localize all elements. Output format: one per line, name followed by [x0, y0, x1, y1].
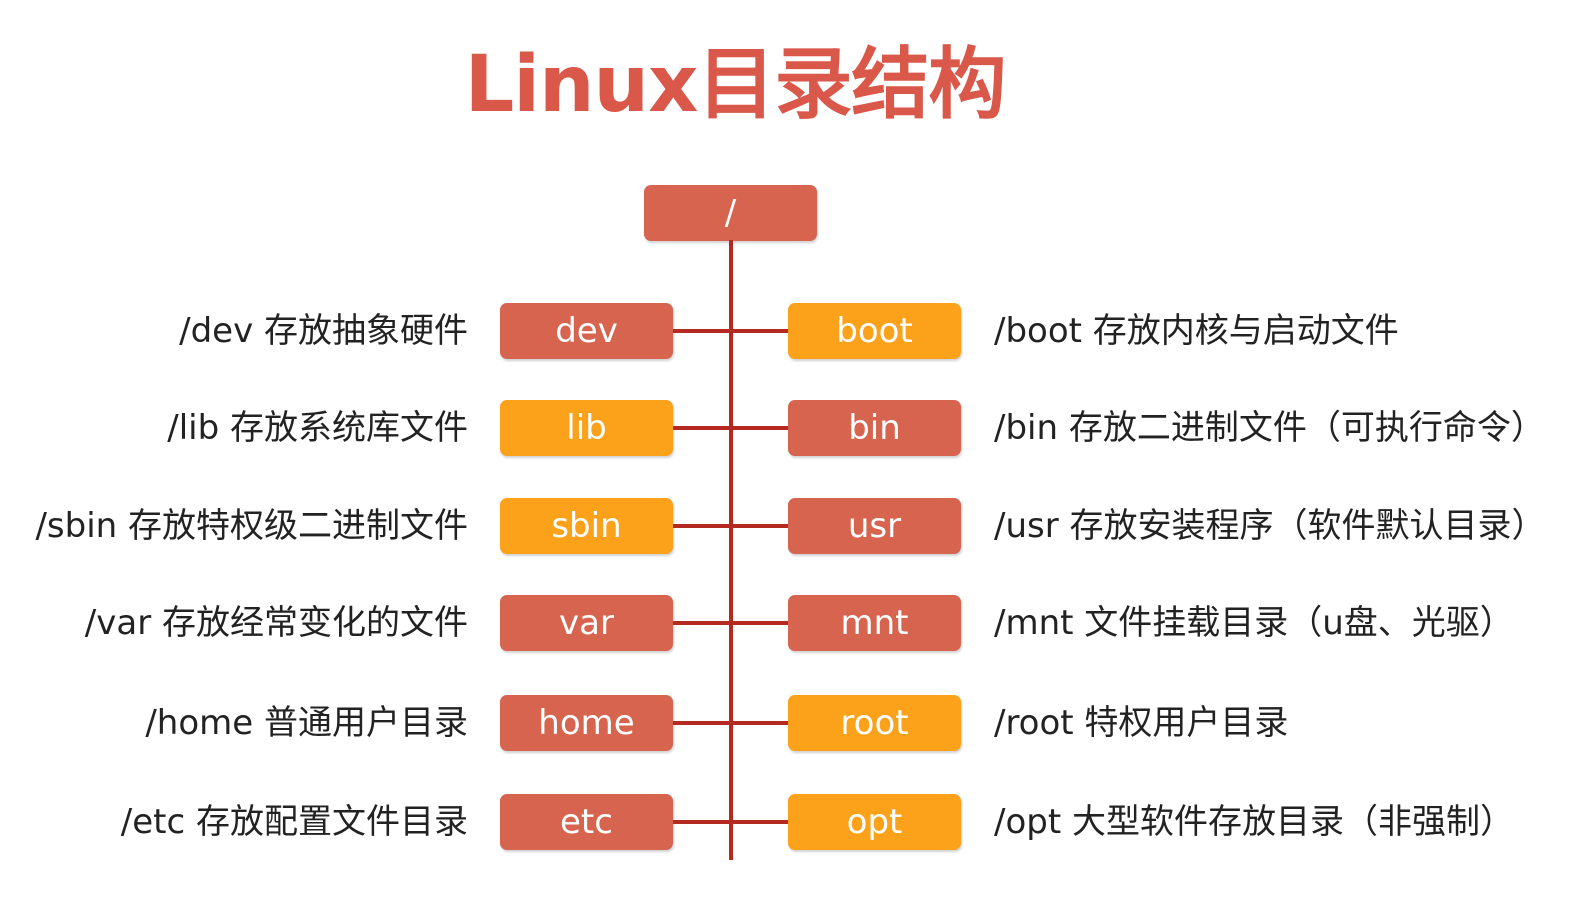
desc-opt: /opt 大型软件存放目录（非强制）: [994, 802, 1514, 842]
desc-boot: /boot 存放内核与启动文件: [994, 311, 1399, 351]
page-title: Linux目录结构: [464, 40, 1007, 130]
branch-line-left: [673, 426, 731, 430]
desc-dev: /dev 存放抽象硬件: [179, 311, 468, 351]
node-dev[interactable]: dev: [500, 303, 673, 359]
branch-line-right: [731, 820, 788, 824]
branch-line-left: [673, 524, 731, 528]
node-var[interactable]: var: [500, 595, 673, 651]
desc-var: /var 存放经常变化的文件: [84, 603, 468, 643]
branch-line-left: [673, 820, 731, 824]
desc-lib: /lib 存放系统库文件: [167, 408, 468, 448]
desc-usr: /usr 存放安装程序（软件默认目录）: [994, 506, 1546, 546]
node-opt[interactable]: opt: [788, 794, 961, 850]
branch-line-right: [731, 426, 788, 430]
desc-bin: /bin 存放二进制文件（可执行命令）: [994, 408, 1545, 448]
branch-line-right: [731, 329, 788, 333]
node-etc[interactable]: etc: [500, 794, 673, 850]
desc-sbin: /sbin 存放特权级二进制文件: [35, 506, 468, 546]
node-home[interactable]: home: [500, 695, 673, 751]
node-mnt[interactable]: mnt: [788, 595, 961, 651]
tree-trunk-line: [729, 240, 733, 860]
branch-line-right: [731, 721, 788, 725]
node-root[interactable]: root: [788, 695, 961, 751]
branch-line-right: [731, 524, 788, 528]
branch-line-right: [731, 621, 788, 625]
desc-etc: /etc 存放配置文件目录: [120, 802, 468, 842]
root-directory-node[interactable]: /: [644, 185, 817, 241]
node-boot[interactable]: boot: [788, 303, 961, 359]
node-lib[interactable]: lib: [500, 400, 673, 456]
node-usr[interactable]: usr: [788, 498, 961, 554]
desc-mnt: /mnt 文件挂载目录（u盘、光驱）: [994, 603, 1514, 643]
node-sbin[interactable]: sbin: [500, 498, 673, 554]
branch-line-left: [673, 329, 731, 333]
node-bin[interactable]: bin: [788, 400, 961, 456]
desc-home: /home 普通用户目录: [145, 703, 468, 743]
branch-line-left: [673, 621, 731, 625]
branch-line-left: [673, 721, 731, 725]
desc-root: /root 特权用户目录: [994, 703, 1289, 743]
